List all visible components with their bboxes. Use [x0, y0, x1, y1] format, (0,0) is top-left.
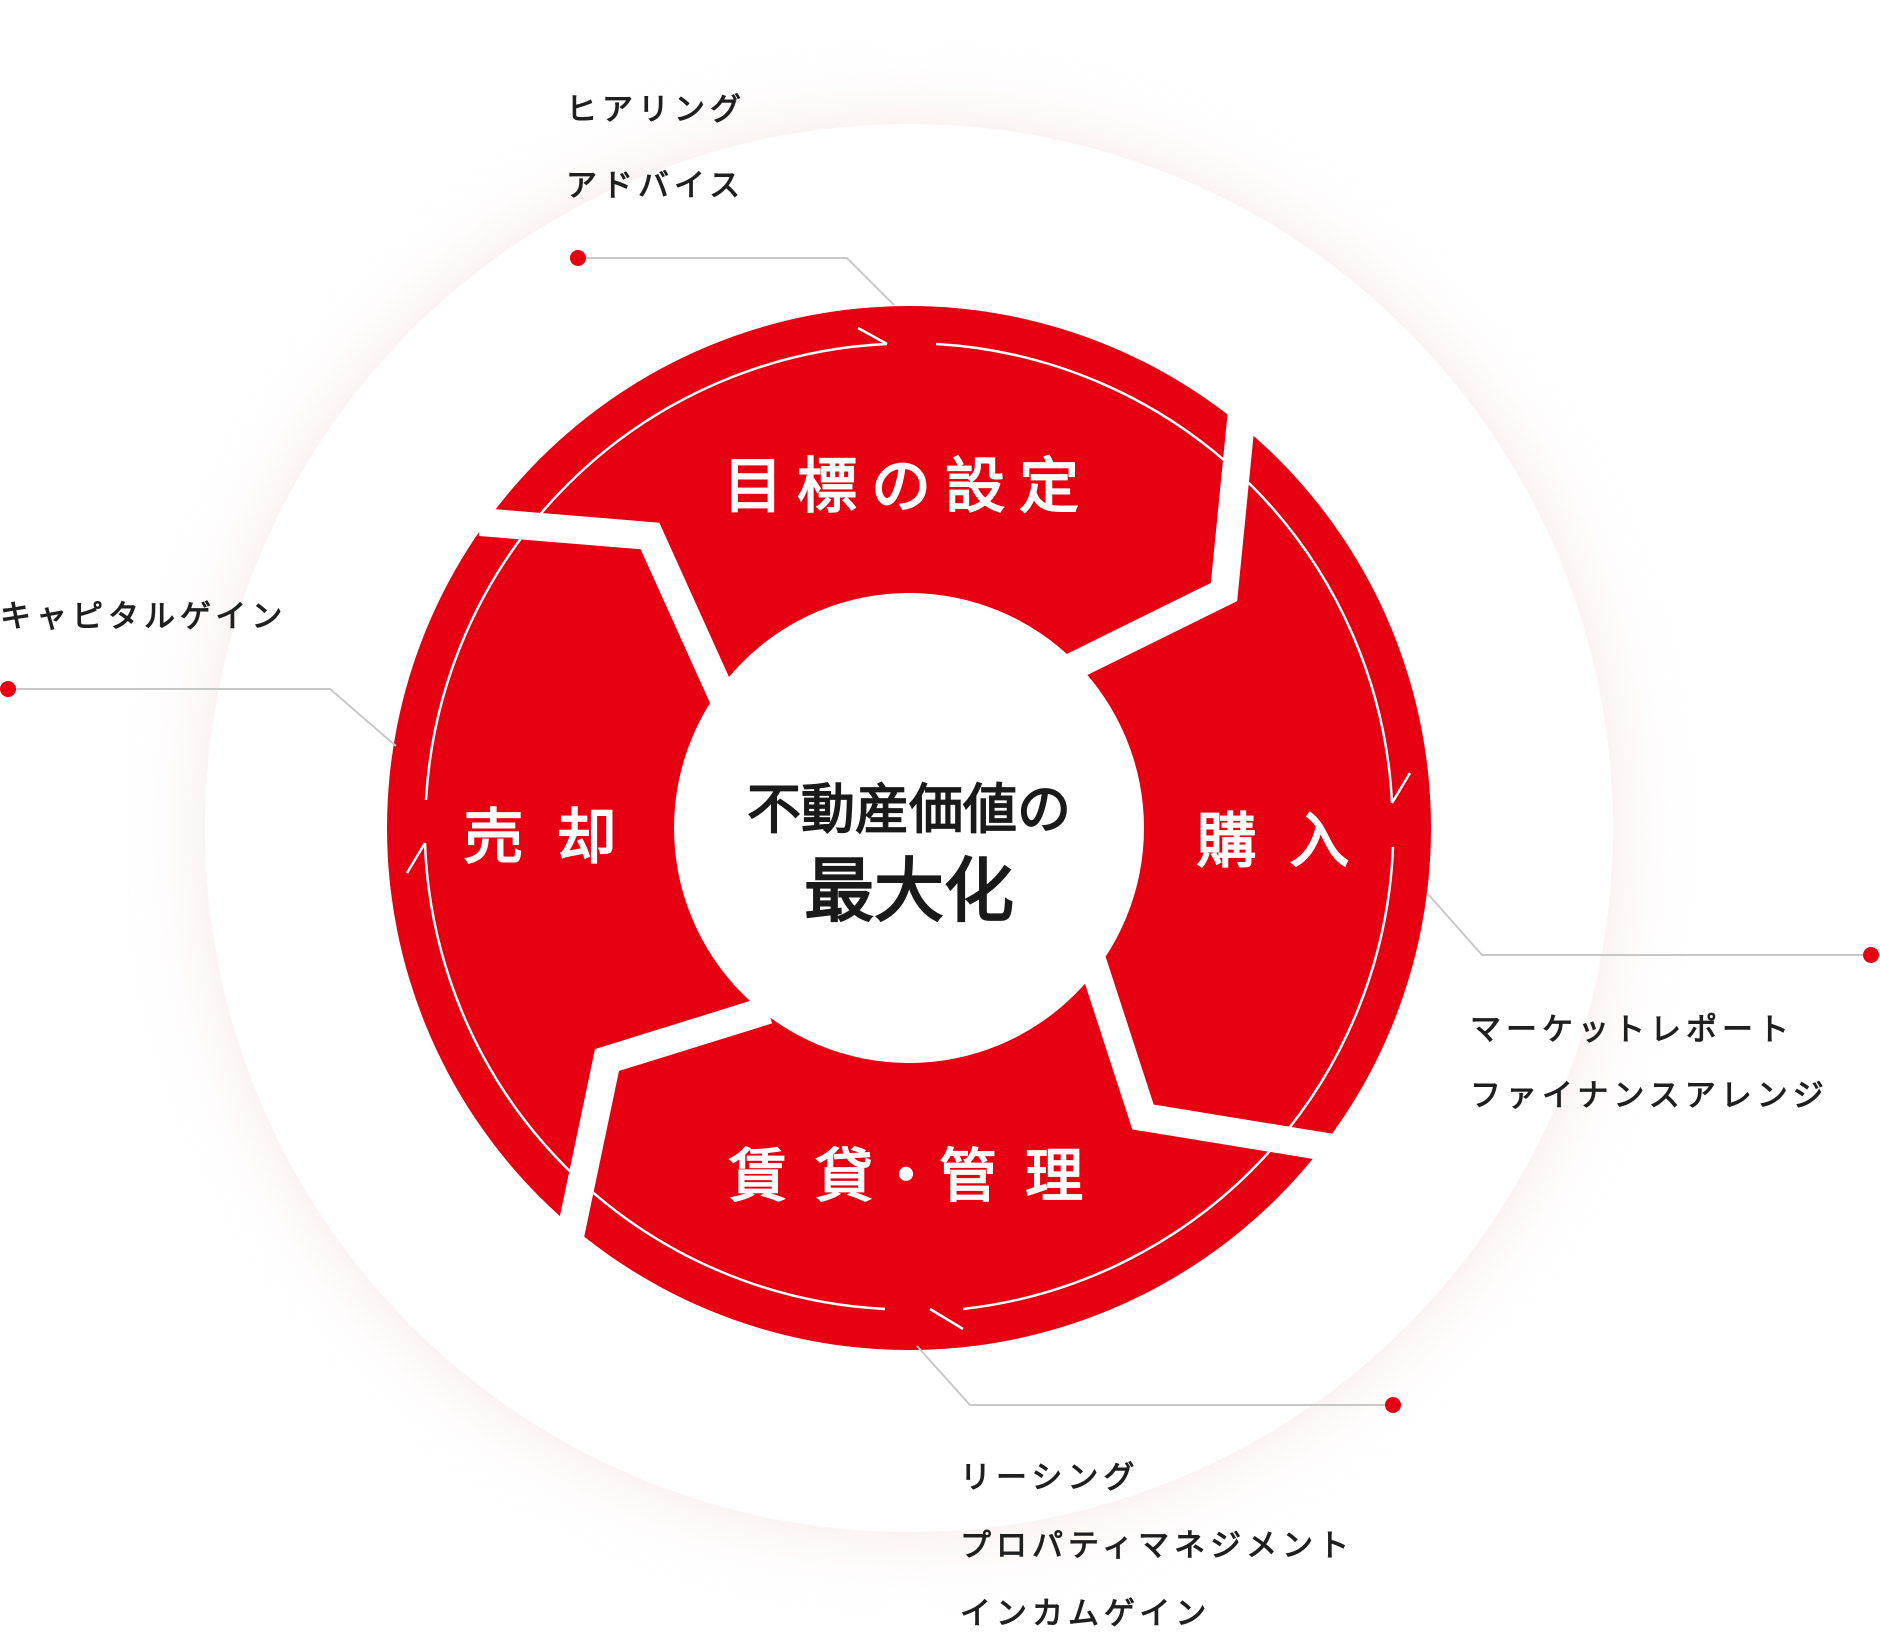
callout-text-market-report: マーケットレポート	[1470, 1012, 1794, 1048]
callout-dot-leasing	[1385, 1397, 1401, 1413]
callout-text-property-management: プロパティマネジメント	[960, 1528, 1354, 1564]
arrowhead-top-icon	[857, 326, 888, 346]
callout-dot-purchase	[1863, 947, 1879, 963]
ring-arc-bottom-left	[423, 842, 886, 1311]
divider-top-right	[1063, 398, 1257, 681]
leader-line-leasing	[916, 1345, 1393, 1406]
divider-bottom-left	[551, 996, 773, 1263]
callout-dot-sale	[0, 681, 16, 697]
segment-label-purchase: 購 入	[1197, 807, 1356, 877]
callout-leasing: リーシング プロパティマネジメント インカムゲイン	[916, 1345, 1401, 1632]
leader-line-purchase	[1427, 893, 1871, 956]
callout-dot-goal	[570, 250, 586, 266]
callout-text-leasing: リーシング	[960, 1460, 1139, 1496]
arrowhead-left-icon	[405, 842, 427, 874]
segment-dividers	[478, 398, 1348, 1263]
callout-text-hearing: ヒアリング	[566, 92, 746, 128]
leader-line-goal	[578, 257, 895, 306]
cycle-ring	[405, 326, 1412, 1331]
ring-arc-bottom-right	[962, 846, 1395, 1311]
ring-arc-top-left	[424, 342, 888, 801]
callout-text-income-gain: インカムゲイン	[960, 1596, 1211, 1632]
divider-top-left	[478, 508, 737, 706]
ring-arc-top-right	[935, 342, 1394, 804]
segment-label-leasing-management: 賃 貸・管 理	[728, 1142, 1087, 1210]
callout-text-advice: アドバイス	[566, 168, 745, 204]
arrowhead-bottom-icon	[929, 1307, 964, 1331]
center-title-line2: 最大化	[804, 850, 1014, 932]
callout-text-finance-arrange: ファイナンスアレンジ	[1470, 1078, 1829, 1114]
segment-label-sale: 売 却	[464, 803, 623, 873]
center-circle	[674, 593, 1144, 1063]
leader-line-sale	[8, 688, 397, 747]
center-title-line1: 不動産価値の	[747, 778, 1071, 841]
arrowhead-right-icon	[1390, 772, 1412, 804]
callout-purchase: マーケットレポート ファイナンスアレンジ	[1427, 893, 1879, 1114]
callout-text-capital-gain: キャピタルゲイン	[0, 599, 287, 635]
callout-sale: キャピタルゲイン	[0, 599, 397, 747]
divider-bottom-right	[1078, 955, 1348, 1164]
callout-goal: ヒアリング アドバイス	[566, 92, 895, 306]
segment-label-goal: 目標の設定	[723, 452, 1093, 522]
